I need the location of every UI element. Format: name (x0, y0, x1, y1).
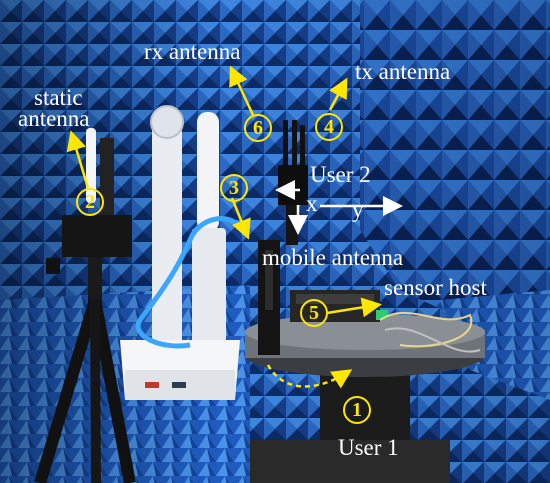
tripod-static-antenna (34, 128, 136, 483)
marker-4: 4 (315, 113, 343, 141)
label-rx-antenna: rx antenna (144, 39, 241, 64)
label-static-antenna-1: static (34, 85, 83, 110)
label-axis-x: x (306, 191, 318, 216)
annotation-arrows (66, 65, 382, 389)
marker-6: 6 (244, 114, 272, 142)
label-axis-y: y (352, 197, 364, 222)
white-positioner-stand (120, 105, 240, 400)
marker-2: 2 (76, 188, 104, 216)
axis-arrows (275, 180, 403, 235)
blue-coax-cable (135, 216, 248, 349)
label-static-antenna-2: antenna (18, 106, 90, 131)
marker-5: 5 (300, 299, 328, 327)
label-mobile-antenna: mobile antenna (262, 245, 404, 270)
marker-1: 1 (343, 396, 371, 424)
label-user2: User 2 (310, 162, 371, 187)
marker-3: 3 (220, 174, 248, 202)
label-tx-antenna: tx antenna (355, 59, 451, 84)
label-sensor-host: sensor host (384, 275, 487, 300)
label-user1: User 1 (338, 435, 399, 460)
